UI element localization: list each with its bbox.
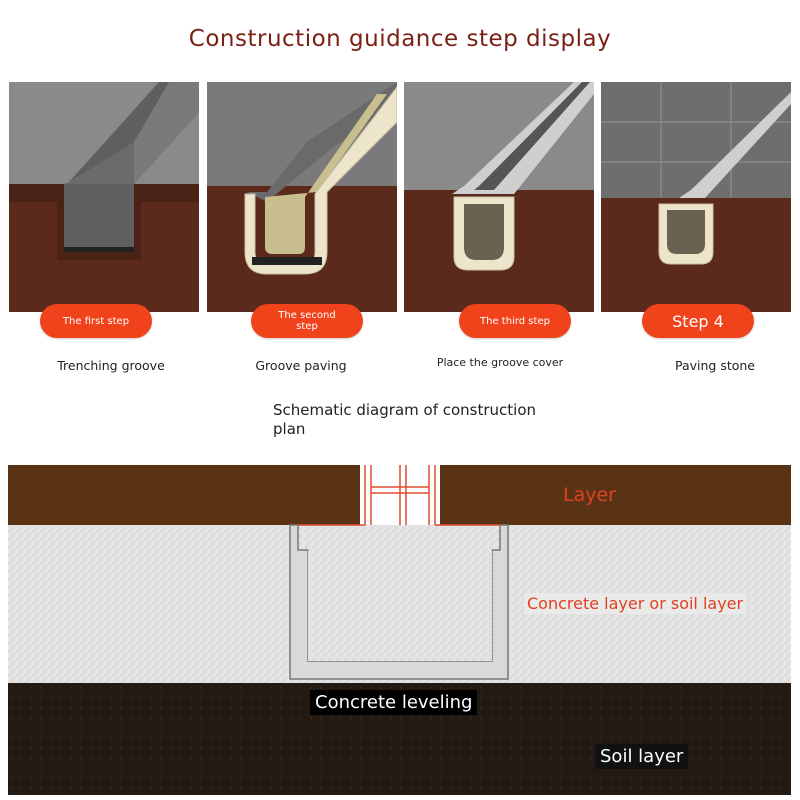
step-2-badge: The second step bbox=[251, 304, 363, 338]
step-3-image bbox=[404, 82, 594, 312]
concrete-layer-label: Concrete layer or soil layer bbox=[524, 593, 747, 614]
top-layer-left bbox=[8, 465, 360, 525]
top-layer-right bbox=[440, 465, 791, 525]
layer-label: Layer bbox=[563, 484, 616, 506]
page-title: Construction guidance step display bbox=[188, 26, 612, 52]
groove-channel bbox=[308, 550, 492, 661]
step-3-badge: The third step bbox=[459, 304, 571, 338]
step-3-caption: Place the groove cover bbox=[436, 356, 564, 369]
step-1-image bbox=[9, 82, 199, 312]
concrete-leveling-label: Concrete leveling bbox=[310, 690, 478, 715]
step-4-badge: Step 4 bbox=[642, 304, 754, 338]
soil-layer-label: Soil layer bbox=[595, 744, 689, 769]
step-4-image bbox=[601, 82, 791, 312]
groove-cover bbox=[298, 465, 500, 526]
schematic-title: Schematic diagram of construction plan bbox=[273, 401, 537, 438]
step-1-caption: Trenching groove bbox=[57, 358, 165, 373]
step-1-badge: The first step bbox=[40, 304, 152, 338]
step-4-caption: Paving stone bbox=[674, 358, 755, 373]
step-2-caption: Groove paving bbox=[255, 358, 347, 373]
step-2-image bbox=[207, 82, 397, 312]
